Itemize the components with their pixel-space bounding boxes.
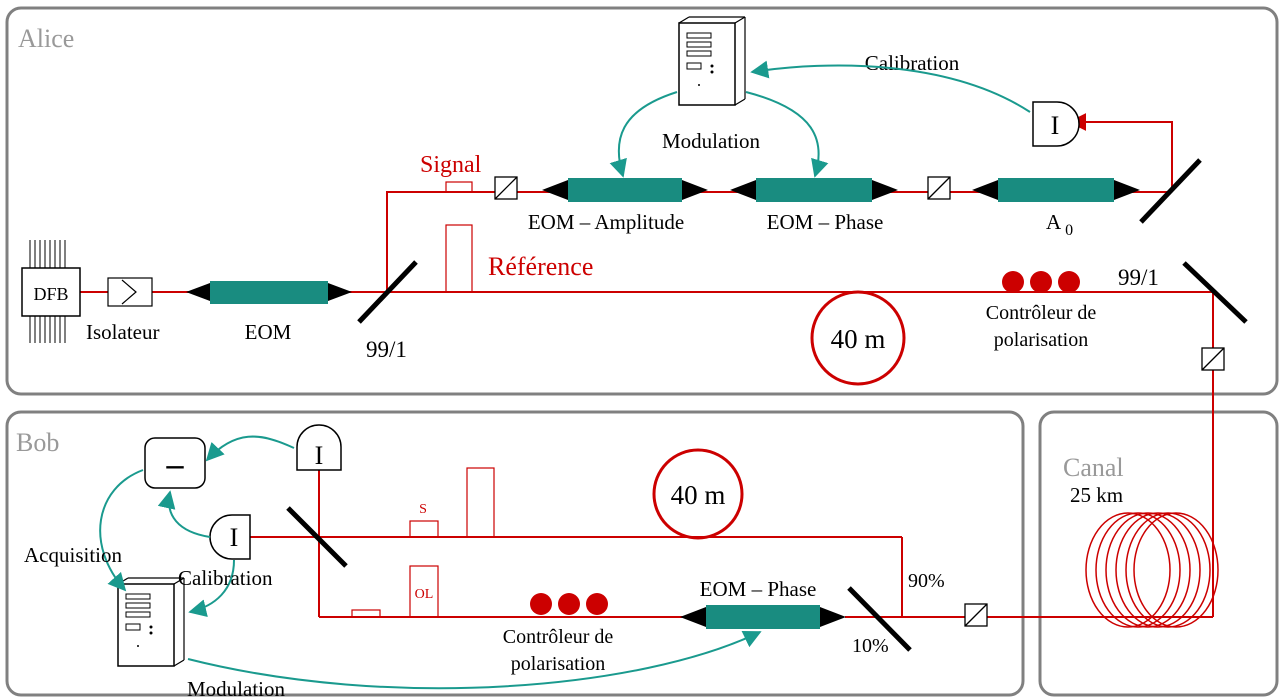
pol-ctrl-label-bob-1: Contrôleur de <box>503 626 614 648</box>
signal-pulse <box>445 181 473 193</box>
eom-phase-label-bob: EOM – Phase <box>700 577 817 601</box>
ol-label: OL <box>415 587 434 602</box>
subtractor-label: – <box>166 446 185 483</box>
splitter-90-10 <box>847 586 912 652</box>
modulation-label-alice: Modulation <box>662 129 760 153</box>
bob-small-pulse <box>351 609 381 618</box>
computer-bob <box>117 577 185 667</box>
splitter-99-1-left <box>357 260 418 324</box>
attenuator-a0 <box>972 178 1140 202</box>
alice-panel <box>5 6 1279 396</box>
s-label: S <box>419 502 427 517</box>
polarizer-1 <box>494 176 518 200</box>
arrow-detector-top-to-subtractor <box>205 435 295 462</box>
eom-label: EOM <box>245 320 292 344</box>
canal-distance: 25 km <box>1070 483 1123 507</box>
delay-label-bob: 40 m <box>671 480 726 510</box>
polarization-controller-bob <box>530 593 608 615</box>
reference-label: Référence <box>488 252 593 281</box>
detector-bob-mid: I <box>209 514 251 560</box>
split-10-label: 10% <box>852 635 889 657</box>
delay-label-alice: 40 m <box>831 324 886 354</box>
acquisition-label: Acquisition <box>24 543 122 567</box>
subtractor-box: – <box>144 437 206 489</box>
bob-panel <box>5 410 1025 697</box>
split-right-label: 99/1 <box>1118 265 1159 290</box>
eom-amplitude-label: EOM – Amplitude <box>528 210 684 234</box>
eom-phase-label-alice: EOM – Phase <box>767 210 884 234</box>
canal-title: Canal <box>1063 453 1124 482</box>
pol-ctrl-label-alice-1: Contrôleur de <box>986 302 1097 324</box>
eom-modulator <box>186 281 352 304</box>
canal-panel <box>1038 410 1279 697</box>
arrow-calibration-bob <box>188 559 235 617</box>
polarizer-output <box>1201 347 1225 371</box>
alice-title: Alice <box>18 24 74 53</box>
detector-bob-top-label: I <box>315 441 324 470</box>
splitter-99-1-right <box>1182 261 1248 324</box>
s-pulse <box>409 520 439 538</box>
detector-alice: I <box>1032 101 1080 147</box>
arrow-modulation-bob <box>187 630 762 690</box>
pol-ctrl-label-bob-2: polarisation <box>511 653 605 675</box>
dfb-laser: DFB <box>21 240 81 343</box>
split-90-label: 90% <box>908 570 945 592</box>
polarizer-2 <box>927 176 951 200</box>
split-left-label: 99/1 <box>366 337 407 362</box>
splitter-calibration <box>1139 158 1202 224</box>
arrow-calibration-to-computer <box>750 60 1031 113</box>
isolateur-label: Isolateur <box>86 320 159 344</box>
arrow-detector-mid-to-subtractor <box>157 490 211 538</box>
pol-ctrl-label-alice-2: polarisation <box>994 329 1088 351</box>
bob-tall-pulse <box>466 467 495 538</box>
signal-label: Signal <box>420 152 482 178</box>
dfb-label: DFB <box>33 284 68 304</box>
polarization-controller-alice <box>1002 271 1080 293</box>
splitter-bob <box>286 506 348 568</box>
bob-title: Bob <box>16 428 59 457</box>
delay-loop-alice <box>810 290 906 386</box>
arrow-acquisition <box>99 469 144 592</box>
reference-pulse <box>445 224 473 293</box>
detector-bob-top: I <box>296 424 342 471</box>
calibration-label-bob: Calibration <box>178 566 273 590</box>
detector-alice-label: I <box>1051 111 1060 140</box>
isolator <box>107 277 153 307</box>
polarizer-bob <box>964 603 988 627</box>
ol-pulse <box>409 565 439 618</box>
computer-alice <box>678 16 746 106</box>
delay-loop-bob <box>652 448 744 540</box>
eom-amplitude-modulator <box>542 178 708 202</box>
eom-phase-modulator-alice <box>730 178 898 202</box>
arrow-to-eom-amplitude <box>609 91 678 178</box>
fiber-spool <box>1085 512 1219 628</box>
detector-bob-mid-label: I <box>230 523 239 552</box>
modulation-label-bob: Modulation <box>187 677 285 699</box>
eom-phase-modulator-bob <box>680 605 846 629</box>
arrow-to-eom-phase <box>745 91 829 178</box>
